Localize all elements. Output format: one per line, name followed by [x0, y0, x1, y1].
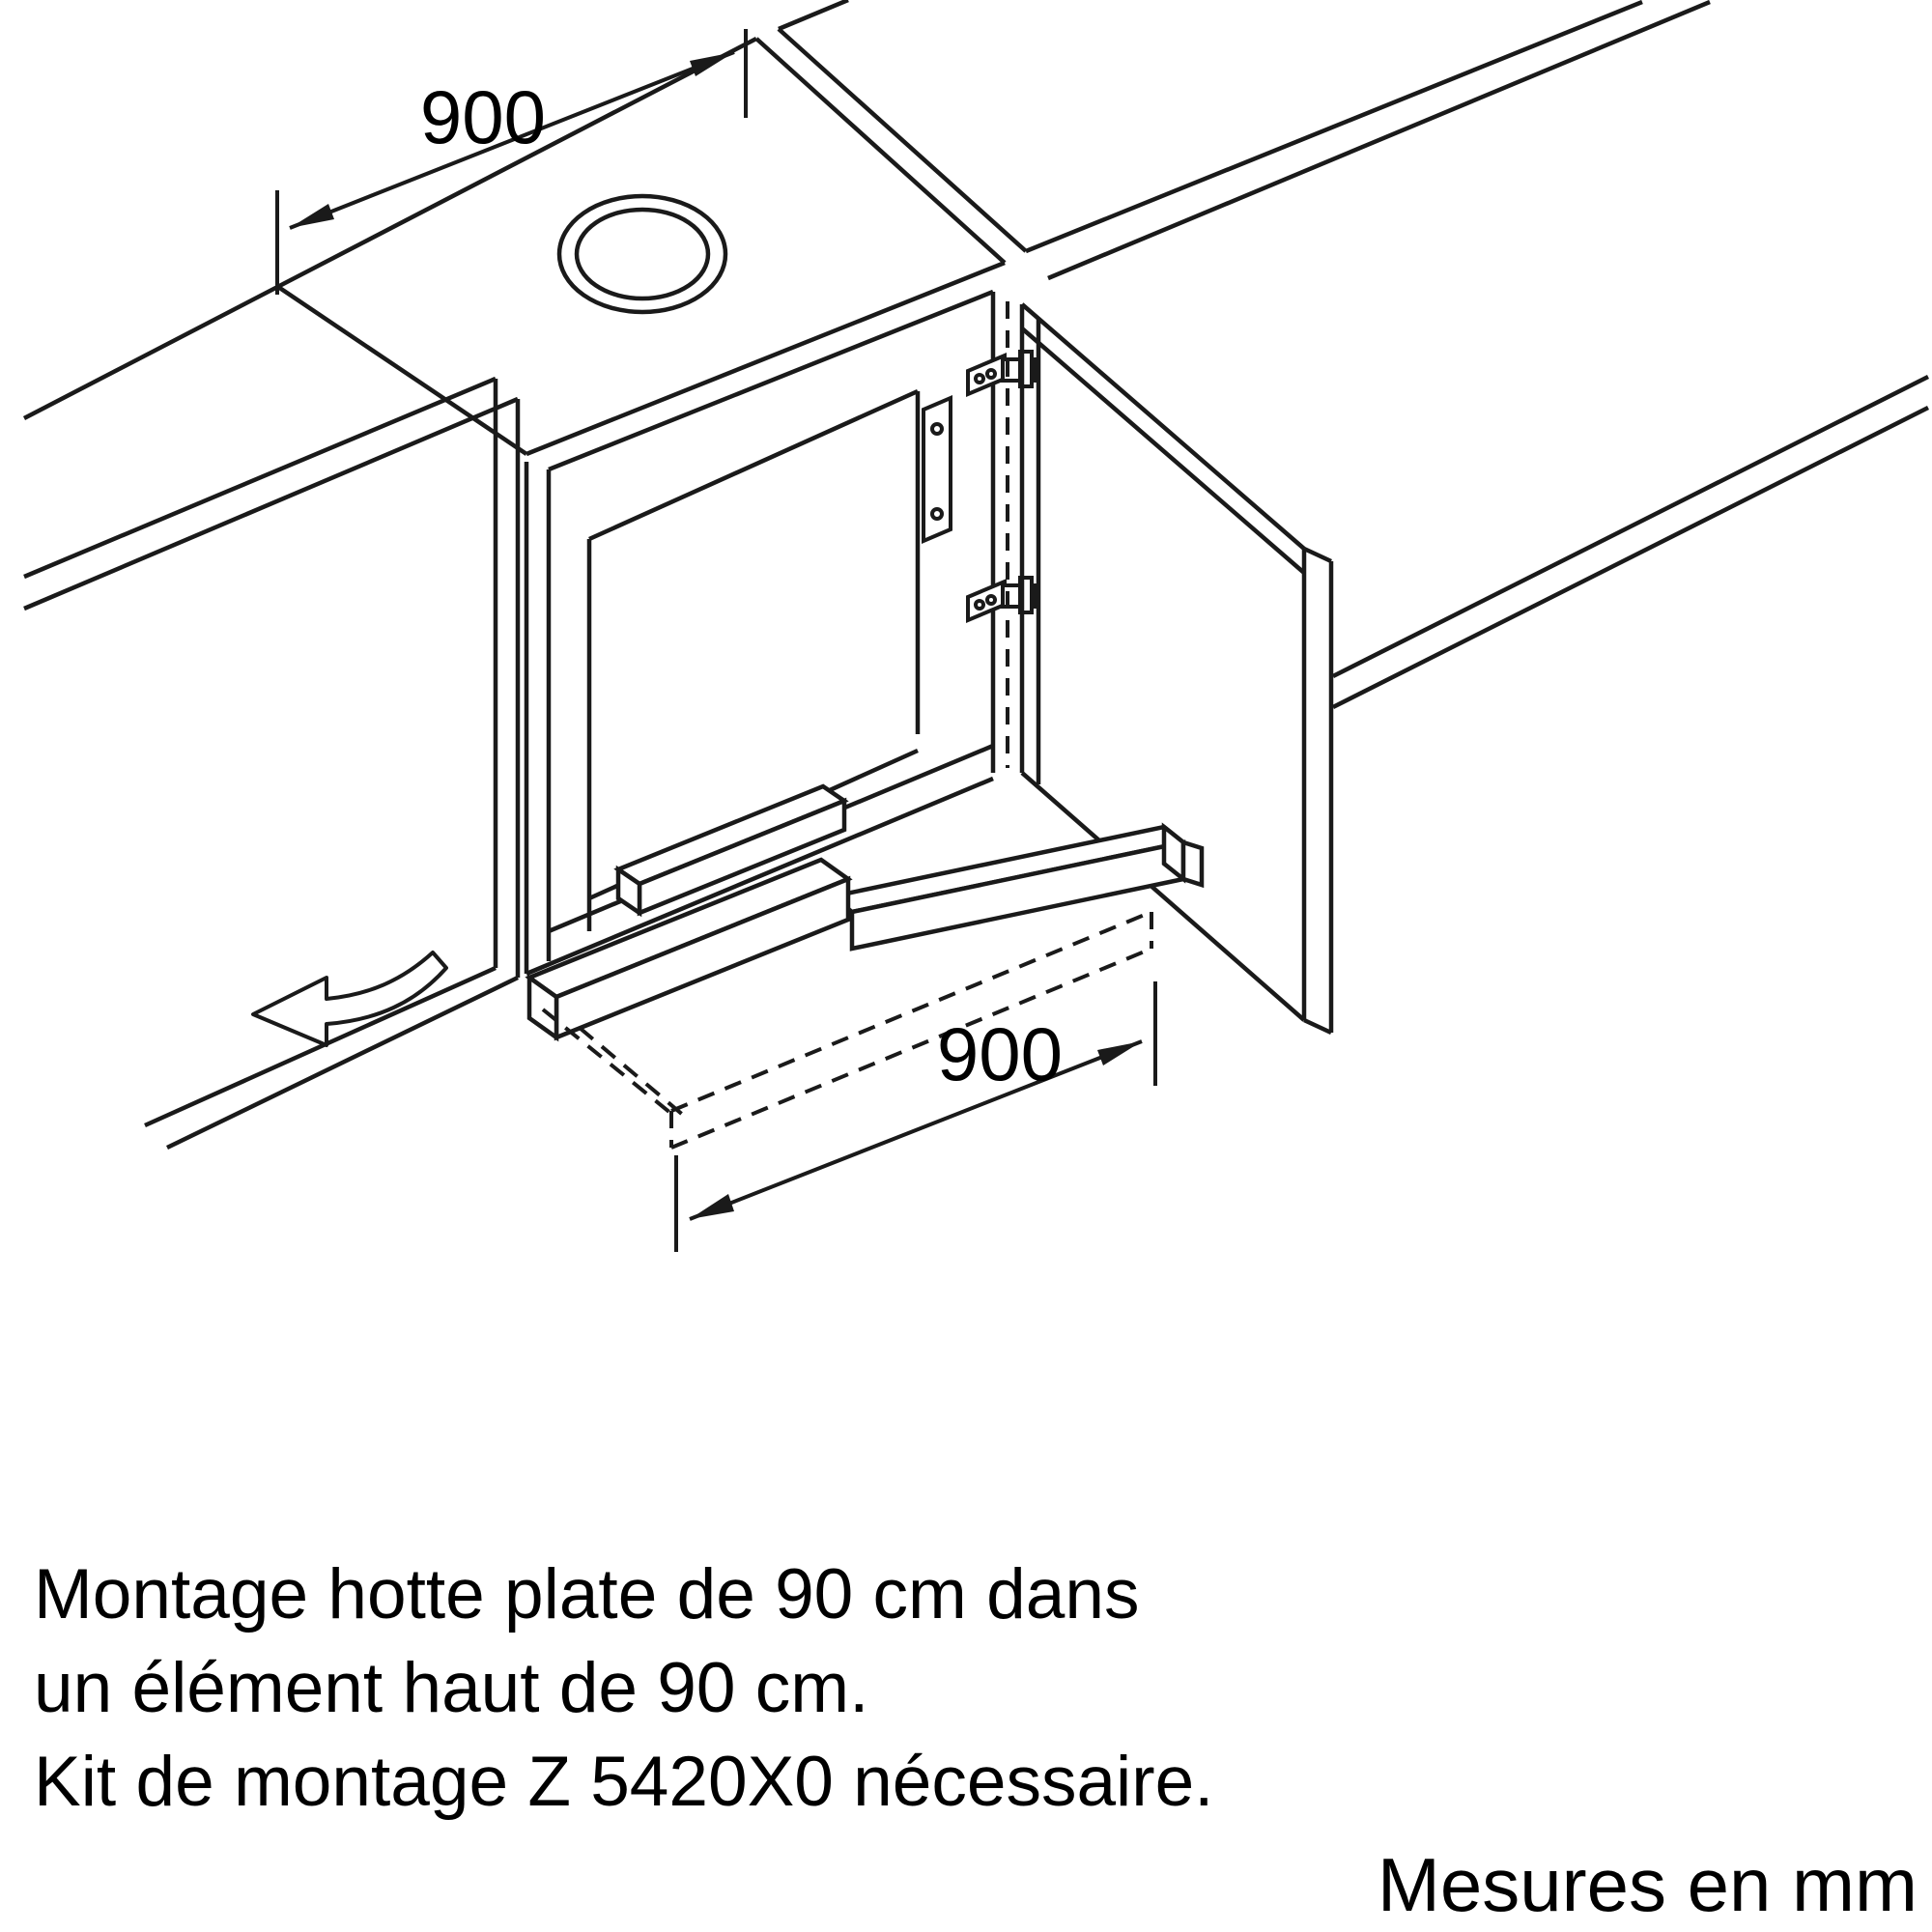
cabinet-door [1019, 302, 1334, 1036]
caption-line-2: un élément haut de 90 cm. [34, 1649, 868, 1727]
duct-opening-icon [556, 193, 728, 315]
arrowhead-icon [290, 204, 334, 228]
wall-lines [22, 0, 849, 420]
visor-inner-rail [613, 783, 849, 918]
visor-extended-dashed [541, 910, 1153, 1150]
caption-line-1: Montage hotte plate de 90 cm dans [34, 1555, 1139, 1634]
dimension-line [689, 1039, 1143, 1221]
arrowhead-icon [690, 1194, 734, 1219]
left-cabinet [23, 376, 521, 1151]
mounting-bracket [922, 394, 952, 545]
dimension-top: 900 [275, 29, 748, 295]
right-cabinet [1025, 0, 1930, 710]
cabinet-interior [524, 289, 996, 977]
caption-line-3: Kit de montage Z 5420X0 nécessaire. [34, 1743, 1213, 1821]
dimension-line [289, 50, 735, 230]
pull-direction-arrow-icon [251, 951, 448, 1047]
units-note: Mesures en mm [1378, 1842, 1918, 1927]
dimension-top-label: 900 [420, 74, 546, 159]
hinge-bottom [966, 576, 1037, 624]
dimension-bottom-label: 900 [937, 1011, 1063, 1096]
visor-outer-section [827, 822, 1205, 952]
caption-block: Montage hotte plate de 90 cm dans un élé… [34, 1555, 1213, 1821]
cabinet-top-panel [276, 27, 1028, 457]
arrowhead-icon [690, 52, 734, 76]
dimension-bottom: 900 [674, 981, 1157, 1252]
hinge-top [966, 350, 1037, 398]
arrowhead-icon [1097, 1041, 1142, 1065]
visor-front-bar [525, 857, 853, 1042]
